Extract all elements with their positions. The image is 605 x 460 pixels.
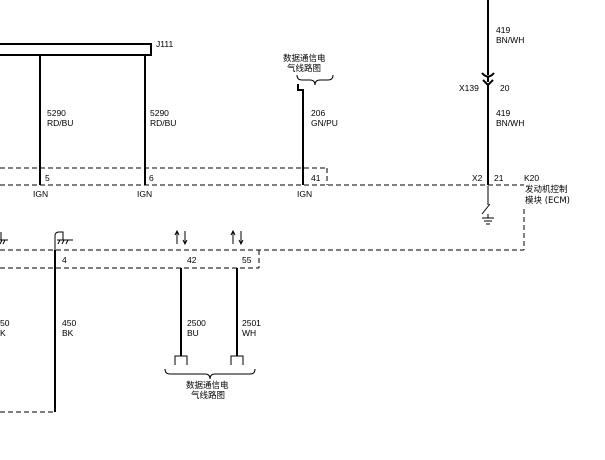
- data-comm-label-line2: 气线路图: [287, 63, 321, 74]
- wire-450-pin4: 4 450 BK: [54, 250, 76, 412]
- circuit-number-upper: 419: [496, 25, 510, 35]
- data-comm-reference-lower: 数据通信电 气线路图: [164, 368, 256, 401]
- module-name-line2: 模块 (ECM): [525, 195, 570, 206]
- pin-number: 41: [311, 173, 321, 183]
- data-comm-label-line2: 气线路图: [191, 390, 225, 401]
- circuit-number: 2500: [187, 318, 206, 328]
- module-name-line1: 发动机控制: [525, 184, 568, 195]
- data-comm-label-line1: 数据通信电: [186, 380, 229, 391]
- ground-icon: [0, 232, 8, 245]
- pin-function: IGN: [137, 189, 152, 199]
- wire-color-partial: K: [0, 328, 6, 338]
- j111-label: J111: [156, 39, 173, 49]
- wire-5290-pin6: 5290 RD/BU 6 IGN: [137, 55, 176, 199]
- wire-2501-pin55: 55 2501 WH: [230, 255, 261, 365]
- wire-color: GN/PU: [311, 118, 338, 128]
- bidirectional-arrow-icon: [174, 229, 188, 246]
- ecm-module-label: K20 发动机控制 模块 (ECM): [524, 173, 570, 206]
- ground-icon: [54, 231, 73, 250]
- pin-number: 42: [187, 255, 197, 265]
- wire-color-upper: BN/WH: [496, 35, 524, 45]
- ground-icon: [482, 217, 494, 225]
- circuit-number-lower: 419: [496, 108, 510, 118]
- x139-connector-label: X139: [459, 83, 479, 93]
- circuit-number: 206: [311, 108, 325, 118]
- x2-pin-number: 21: [494, 173, 504, 183]
- pin-function: IGN: [33, 189, 48, 199]
- x139-pin-number: 20: [500, 83, 510, 93]
- wire-450-cutoff: 50 K: [0, 318, 10, 338]
- wire-419: 419 BN/WH X139 20 419 BN/WH X2 21: [459, 0, 524, 185]
- pin-number: 55: [242, 255, 252, 265]
- ecm-connector-lower: [0, 209, 525, 269]
- circuit-number: 450: [62, 318, 76, 328]
- pin-number: 5: [45, 173, 50, 183]
- wire-2500-pin42: 42 2500 BU: [174, 255, 206, 365]
- wire-color: BK: [62, 328, 74, 338]
- wire-color-lower: BN/WH: [496, 118, 524, 128]
- circuit-number: 5290: [150, 108, 169, 118]
- pin-function: IGN: [297, 189, 312, 199]
- wire-color: RD/BU: [150, 118, 176, 128]
- wire-color: RD/BU: [47, 118, 73, 128]
- data-comm-label-line1: 数据通信电: [283, 53, 326, 64]
- wire-color: BU: [187, 328, 199, 338]
- wire-206-pin41: 数据通信电 气线路图 206 GN/PU 41 IGN: [283, 53, 338, 199]
- internal-switch: [481, 186, 494, 225]
- circuit-number: 5290: [47, 108, 66, 118]
- pin-number: 4: [62, 255, 67, 265]
- pin-number: 6: [149, 173, 154, 183]
- module-ref: K20: [524, 173, 539, 183]
- circuit-number: 2501: [242, 318, 261, 328]
- ecm-connector-upper: [0, 167, 524, 186]
- x2-connector-label: X2: [472, 173, 483, 183]
- j111-connector: J111: [0, 39, 173, 56]
- wire-color: WH: [242, 328, 256, 338]
- wire-5290-pin5: 5290 RD/BU 5 IGN: [33, 55, 73, 199]
- circuit-number-partial: 50: [0, 318, 10, 328]
- bidirectional-arrow-icon: [230, 229, 244, 246]
